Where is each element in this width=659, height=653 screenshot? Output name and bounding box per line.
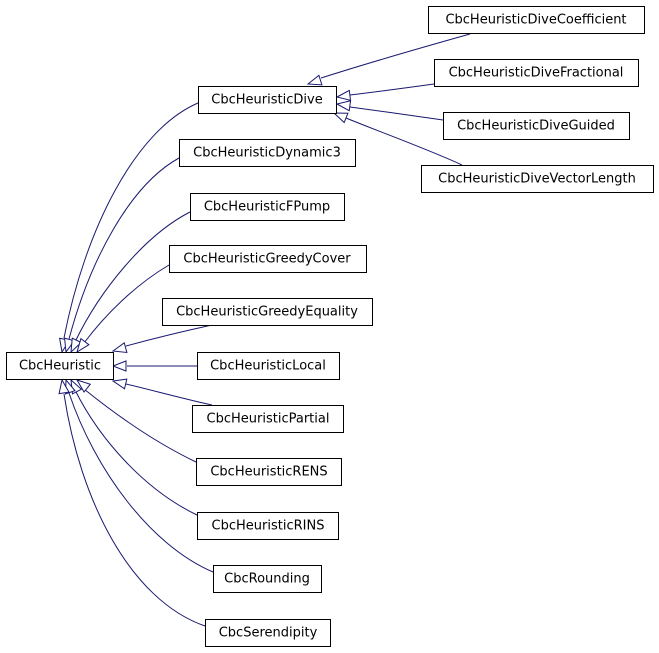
- node-label: CbcRounding: [224, 572, 310, 587]
- node-box: [179, 139, 356, 167]
- node-label: CbcHeuristicDiveFractional: [449, 66, 624, 81]
- node-label: CbcHeuristicFPump: [204, 200, 330, 215]
- node-box: [213, 565, 322, 593]
- node-cbc-heuristic-dive-coefficient[interactable]: CbcHeuristicDiveCoefficient: [428, 6, 645, 34]
- inheritance-arrowhead: [70, 337, 83, 354]
- node-label: CbcHeuristicDiveVectorLength: [438, 172, 636, 187]
- node-box: [197, 512, 339, 540]
- node-cbc-heuristic-rens[interactable]: CbcHeuristicRENS: [196, 458, 342, 486]
- inheritance-edge: [345, 117, 463, 166]
- node-cbc-heuristic-local[interactable]: CbcHeuristicLocal: [197, 352, 340, 380]
- node-box: [197, 352, 340, 380]
- node-box: [198, 86, 337, 114]
- node-label: CbcHeuristicGreedyEquality: [176, 305, 358, 320]
- node-cbc-rounding[interactable]: CbcRounding: [213, 565, 322, 593]
- node-cbc-heuristic-dive[interactable]: CbcHeuristicDive: [198, 86, 337, 114]
- inheritance-edge: [63, 393, 206, 627]
- node-box: [434, 59, 639, 87]
- inheritance-edge: [83, 388, 197, 463]
- inheritance-arrowhead: [111, 341, 128, 354]
- node-cbc-heuristic-dive-guided[interactable]: CbcHeuristicDiveGuided: [443, 112, 630, 140]
- inheritance-arrowhead: [75, 379, 92, 393]
- node-cbc-heuristic-fpump[interactable]: CbcHeuristicFPump: [190, 193, 345, 221]
- node-label: CbcHeuristicDynamic3: [193, 146, 341, 161]
- node-cbc-heuristic-dive-vector-length[interactable]: CbcHeuristicDiveVectorLength: [421, 165, 654, 193]
- node-cbc-heuristic-greedy-equality[interactable]: CbcHeuristicGreedyEquality: [162, 298, 373, 326]
- node-cbc-heuristic-dive-fractional[interactable]: CbcHeuristicDiveFractional: [434, 59, 639, 87]
- node-cbc-serendipity[interactable]: CbcSerendipity: [205, 619, 331, 647]
- node-box: [162, 298, 373, 326]
- inheritance-edge: [68, 392, 214, 573]
- inheritance-arrowhead: [76, 337, 90, 354]
- node-label: CbcHeuristicRINS: [212, 519, 325, 534]
- node-label: CbcHeuristic: [19, 359, 101, 374]
- node-box: [190, 193, 345, 221]
- node-box: [205, 619, 331, 647]
- inheritance-arrowhead: [332, 112, 349, 124]
- node-cbc-heuristic-partial[interactable]: CbcHeuristicPartial: [192, 405, 344, 433]
- node-cbc-heuristic-dynamic3[interactable]: CbcHeuristicDynamic3: [179, 139, 356, 167]
- node-box: [192, 405, 344, 433]
- inheritance-edge: [63, 102, 199, 339]
- node-cbc-heuristic-greedy-cover[interactable]: CbcHeuristicGreedyCover: [169, 245, 367, 273]
- inheritance-edge: [125, 324, 213, 347]
- inheritance-edge: [320, 33, 471, 79]
- inheritance-arrowhead: [111, 378, 128, 390]
- inheritance-edge: [349, 83, 435, 96]
- node-label: CbcSerendipity: [219, 626, 318, 641]
- node-box: [6, 352, 114, 380]
- inheritance-arrowhead: [306, 74, 323, 86]
- node-label: CbcHeuristicGreedyCover: [183, 252, 351, 267]
- node-label: CbcHeuristicLocal: [210, 359, 326, 374]
- inheritance-arrowhead: [58, 378, 70, 395]
- node-box: [169, 245, 367, 273]
- node-box: [421, 165, 654, 193]
- node-box: [443, 112, 630, 140]
- inheritance-arrowhead: [335, 89, 352, 102]
- inheritance-edge: [74, 389, 198, 516]
- inheritance-arrowhead: [335, 100, 352, 112]
- inheritance-edge: [74, 211, 191, 343]
- inheritance-edge: [125, 383, 213, 406]
- node-label: CbcHeuristicDiveGuided: [457, 119, 615, 134]
- inheritance-edge: [68, 157, 180, 340]
- node-box: [196, 458, 342, 486]
- edges-layer: [58, 33, 471, 627]
- inheritance-arrowhead: [111, 360, 127, 372]
- node-cbc-heuristic-rins[interactable]: CbcHeuristicRINS: [197, 512, 339, 540]
- node-cbc-heuristic[interactable]: CbcHeuristic: [6, 352, 114, 380]
- node-label: CbcHeuristicDiveCoefficient: [445, 13, 626, 28]
- node-label: CbcHeuristicDive: [211, 93, 322, 108]
- inheritance-edge: [83, 264, 170, 344]
- node-label: CbcHeuristicPartial: [207, 412, 330, 427]
- node-box: [428, 6, 645, 34]
- inheritance-edge: [349, 106, 444, 121]
- node-label: CbcHeuristicRENS: [210, 465, 327, 480]
